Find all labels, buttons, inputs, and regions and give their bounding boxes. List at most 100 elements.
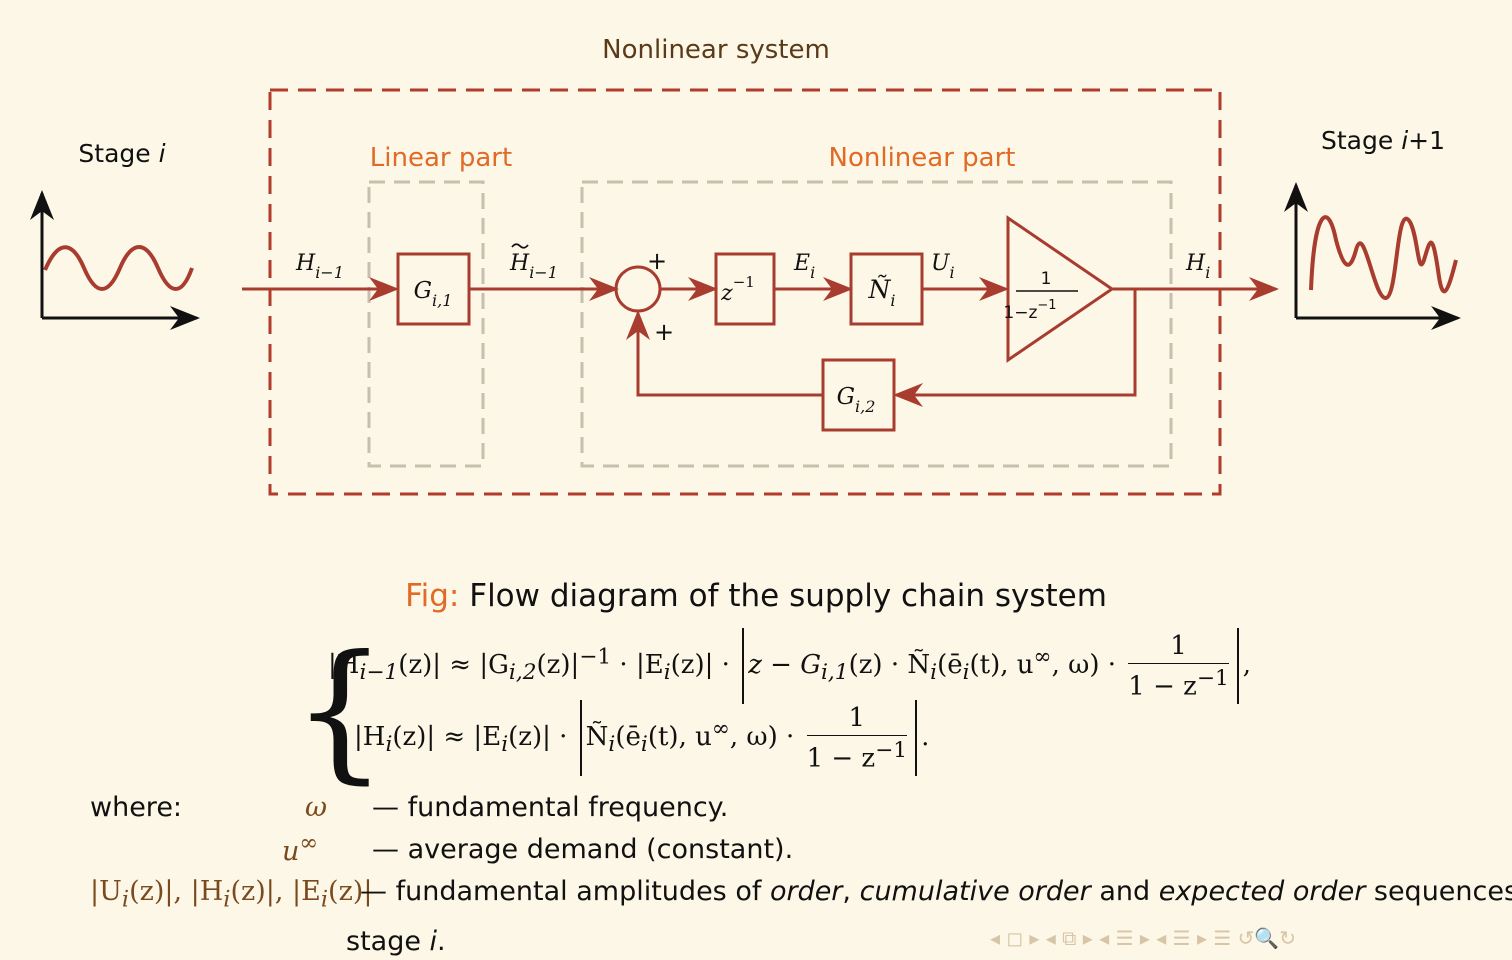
accumulator-numerator: 1 [1041, 269, 1052, 289]
amp-desc-part: . [437, 926, 446, 957]
g-i1-subscript: i,1 [432, 291, 452, 310]
stage-left-plot: Stage i [30, 139, 200, 330]
g-i2-block [821, 358, 896, 432]
eq2-sub: i [501, 732, 509, 758]
eq1-sub: i [663, 660, 671, 686]
eq1-frac-den: 1 − z−1 [1128, 664, 1229, 702]
eq1-part: · |E [611, 650, 664, 680]
eq2-sub: i [385, 732, 393, 758]
eq1-frac-den-text: 1 − z [1128, 671, 1197, 702]
eq1-part: (z)| [536, 650, 580, 680]
stage-left-index: i [159, 139, 166, 168]
stage-left-text: Stage [78, 139, 158, 168]
g-i2-subscript: i,2 [855, 397, 875, 416]
accumulator-denominator: 1−z−1 [1003, 298, 1056, 323]
eq2-part: (t), u [647, 722, 712, 752]
eq2-part: |H [354, 722, 386, 752]
amp-sym-sub: i [121, 886, 130, 913]
signal-e-symbol: E [793, 251, 810, 276]
eq2-sub: i [640, 732, 648, 758]
g-i1-symbol: G [414, 278, 432, 304]
delay-symbol: z [720, 281, 733, 306]
equation-line-2: |Hi(z)| ≈ |Ei(z)| · Ñi(ēi(t), u∞, ω) · 1… [354, 700, 929, 776]
flow-diagram: Nonlinear system Linear part Nonlinear p… [30, 35, 1461, 496]
eq1-part: |H [328, 650, 360, 680]
amplitudes-description-cont: stage i. [346, 926, 446, 957]
abs-bar [915, 700, 918, 776]
signal-output-symbol: H [1185, 251, 1206, 276]
eq2-part: (z)| · [508, 722, 576, 752]
stage-right-index: i [1401, 126, 1408, 155]
eq1-part: (ē [937, 650, 963, 680]
equation-brace: { [292, 624, 388, 798]
amp-desc-part: , [842, 876, 860, 907]
omega-symbol-text: ω [305, 792, 328, 823]
diagram-title: Nonlinear system [602, 35, 830, 65]
signal-e-label: Ei [793, 251, 815, 282]
nonlinear-part-box [580, 180, 1173, 468]
signal-tilde-label: Hi−1 [509, 251, 558, 282]
linear-part-box [367, 180, 485, 468]
g-i1-label: Gi,1 [414, 278, 453, 310]
eq1-part: , ω) · [1051, 650, 1125, 680]
amp-desc-part: — fundamental amplitudes of [360, 876, 770, 907]
eq1-part: (z)| · [670, 650, 739, 680]
signal-u-symbol: U [931, 251, 951, 276]
stage-right-plot: Stage i+1 [1284, 126, 1461, 330]
eq2-frac-sup: −1 [875, 737, 908, 763]
eq1-part: (z) · Ñ [848, 650, 931, 680]
eq2-sub: i [608, 732, 616, 758]
plus-top: + [647, 247, 667, 275]
delay-label: z−1 [720, 273, 755, 306]
eq2-part: (ē [615, 722, 641, 752]
signal-input-symbol: H [295, 251, 316, 276]
nonlinear-label: Ñi [868, 274, 896, 310]
eq1-sub: i,2 [508, 660, 537, 686]
g-i1-block [396, 252, 471, 326]
omega-symbol: ω [305, 792, 327, 823]
amp-sym-part: (z)|, |E [230, 876, 321, 907]
abs-bar [1236, 628, 1239, 704]
caption-fig-label: Fig: [405, 578, 460, 614]
omega-description: — fundamental frequency. [372, 792, 729, 823]
u-inf-description: — average demand (constant). [372, 834, 794, 865]
eq2-end: . [921, 722, 930, 752]
stage-left-label: Stage i [78, 139, 165, 168]
signal-lines [242, 277, 1279, 407]
eq1-end: , [1242, 650, 1252, 680]
figure-caption: Fig: Flow diagram of the supply chain sy… [0, 578, 1512, 614]
amp-desc-part: stage [346, 926, 430, 957]
amplitudes-description: — fundamental amplitudes of order, cumul… [360, 876, 1512, 907]
summing-junction [614, 265, 662, 313]
eq1-part: z − G [748, 650, 821, 680]
signal-tilde-symbol: H [509, 251, 530, 276]
eq1-frac-num: 1 [1128, 631, 1229, 664]
wave-right [1309, 215, 1458, 300]
eq1-sub: i [962, 660, 970, 686]
u-inf-symbol: u∞ [282, 830, 318, 867]
delay-superscript: −1 [733, 273, 755, 291]
amp-desc-cumulative: cumulative order [859, 876, 1091, 907]
eq1-part: (t), u [969, 650, 1034, 680]
eq2-part: Ñ [585, 722, 609, 752]
signal-e-subscript: i [810, 263, 815, 282]
delay-block [714, 252, 776, 326]
stage-right-label: Stage i+1 [1321, 126, 1445, 155]
eq2-frac-den-text: 1 − z [806, 743, 876, 774]
accumulator-den-superscript: −1 [1037, 298, 1056, 313]
signal-output-label: Hi [1185, 251, 1210, 282]
eq1-frac-sup: −1 [1196, 665, 1229, 691]
amp-sym-part: (z)|, |H [129, 876, 224, 907]
amp-desc-italic: i [429, 926, 438, 957]
signal-output-subscript: i [1205, 263, 1210, 282]
g-i2-label: Gi,2 [837, 384, 876, 416]
amp-desc-expected: expected order [1158, 876, 1366, 907]
slide-navigation[interactable]: ◂ ◻ ▸ ◂ ⧉ ▸ ◂ ☰ ▸ ◂ ☰ ▸ ☰ ↺🔍↻ [990, 926, 1297, 950]
eq2-part: , ω) · [729, 722, 803, 752]
u-superscript: ∞ [299, 830, 319, 856]
abs-bar [579, 700, 582, 776]
eq1-sub: i−1 [359, 660, 399, 686]
amp-desc-order: order [769, 876, 843, 907]
